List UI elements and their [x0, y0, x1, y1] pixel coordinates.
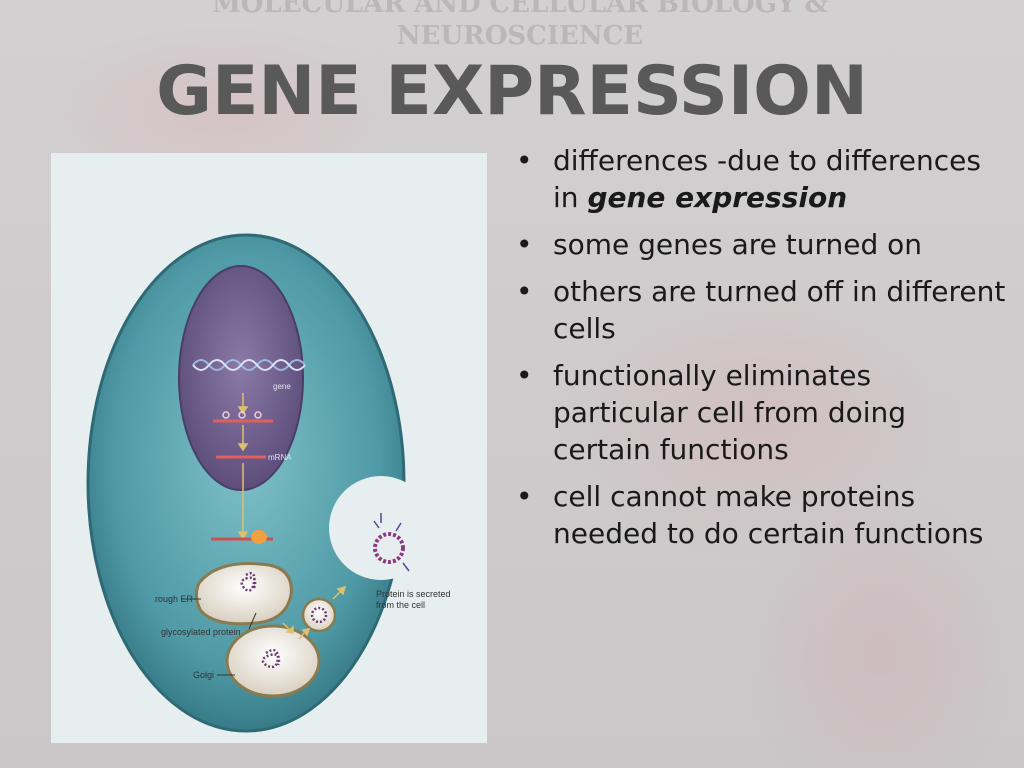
bullet-icon: •: [516, 228, 533, 261]
label-rough-er: rough ER: [155, 594, 194, 604]
bullet-item: • cell cannot make proteins needed to do …: [512, 478, 1012, 552]
golgi-vesicle: [225, 624, 321, 698]
secretion-notch: [329, 476, 433, 580]
bullet-icon: •: [516, 480, 533, 513]
label-glycosylated-protein: glycosylated protein: [161, 627, 241, 637]
transport-arrow-icon: [282, 585, 347, 640]
secreted-protein-icon: [373, 532, 405, 564]
bullet-icon: •: [516, 275, 533, 308]
ghost-heading-line1: MOLECULAR AND CELLULAR BIOLOGY &: [212, 0, 828, 19]
label-secreted-line2: from the cell: [376, 600, 425, 610]
bullet-item: • some genes are turned on: [512, 226, 1012, 263]
bullet-text: functionally eliminates particular cell …: [553, 359, 907, 466]
glycan-branch-icon: [373, 513, 410, 572]
rough-er-vesicle: [194, 561, 293, 626]
bullet-item: • functionally eliminates particular cell…: [512, 357, 1012, 468]
bullet-list: • differences -due to differences in gene…: [512, 142, 1012, 562]
bullet-item: • differences -due to differences in gene…: [512, 142, 1012, 216]
cell-diagram: gene mRNA rough ER glycosylated pr: [51, 153, 487, 743]
label-gene: gene: [273, 382, 291, 391]
bullet-text: some genes are turned on: [553, 228, 923, 261]
pointer-glycosylated-protein: [248, 612, 257, 630]
transport-vesicle: [301, 597, 337, 633]
bullet-icon: •: [516, 359, 533, 392]
bullet-text: cell cannot make proteins needed to do c…: [553, 480, 984, 550]
label-mrna: mRNA: [268, 453, 292, 462]
golgi-protein-icon: [261, 648, 281, 669]
nucleus: [178, 265, 304, 491]
dna-helix-icon: [192, 359, 306, 371]
arrow-icon: [237, 393, 249, 541]
vesicle-protein-icon: [310, 606, 328, 624]
bullet-item: • others are turned off in different cell…: [512, 273, 1012, 347]
bullet-text: others are turned off in different cells: [553, 275, 1006, 345]
ribosome-icon: [251, 530, 267, 544]
bullet-emphasis: gene expression: [587, 181, 848, 214]
label-secreted-line1: Protein is secreted: [376, 589, 451, 599]
bullet-icon: •: [516, 144, 533, 177]
ghost-heading-line2: NEUROSCIENCE: [396, 21, 644, 51]
bullet-text: differences -due to differences in: [553, 144, 981, 214]
cell-diagram-svg: gene mRNA rough ER glycosylated pr: [86, 233, 451, 733]
label-golgi: Golgi: [193, 670, 214, 680]
background-ghost-heading: MOLECULAR AND CELLULAR BIOLOGY & NEUROSC…: [200, 0, 840, 52]
slide-title: GENE EXPRESSION: [156, 52, 868, 131]
pre-mrna-icon: [213, 411, 273, 423]
